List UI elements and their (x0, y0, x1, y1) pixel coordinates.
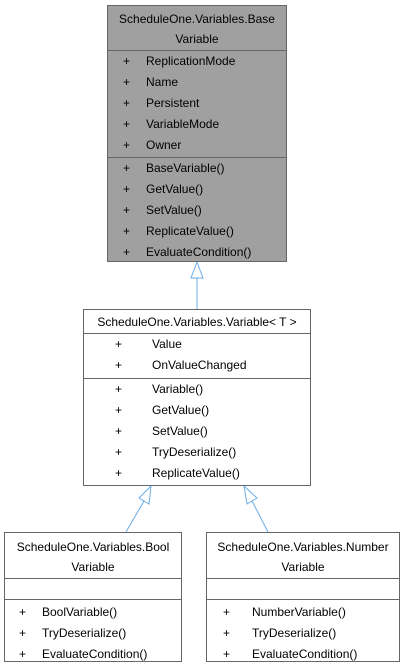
operations-section: + NumberVariable() + TryDeserialize() + Eva… (207, 600, 399, 665)
attribute-name: ReplicationMode (146, 54, 236, 68)
operation-row: + SetValue() (108, 200, 286, 221)
operation-name: TryDeserialize() (42, 626, 127, 640)
attribute-row: + ReplicationMode (108, 51, 286, 72)
operation-row: + GetValue() (108, 179, 286, 200)
operation-row: + BoolVariable() (5, 602, 181, 623)
operation-row: + ReplicateValue() (108, 221, 286, 242)
class-title-line-2: Variable (175, 32, 219, 46)
operation-row: + SetValue() (84, 421, 310, 442)
class-title-line-1: ScheduleOne.Variables.Bool (16, 540, 170, 554)
public-visibility-symbol: + (115, 403, 123, 417)
attribute-name: Value (152, 337, 182, 351)
operation-name: EvaluateCondition() (146, 245, 252, 259)
class-title-base-variable: ScheduleOne.Variables.Base Variable (108, 6, 286, 51)
class-title-line-1: ScheduleOne.Variables.Base (119, 12, 275, 26)
public-visibility-symbol: + (123, 138, 131, 152)
public-visibility-symbol: + (123, 54, 131, 68)
attribute-name: Owner (146, 138, 182, 152)
operation-row: + EvaluateCondition() (108, 242, 286, 263)
class-title-line-1: ScheduleOne.Variables.Number (217, 540, 389, 554)
public-visibility-symbol: + (115, 337, 123, 351)
attributes-section: + Value + OnValueChanged (84, 334, 310, 379)
public-visibility-symbol: + (223, 605, 231, 619)
public-visibility-symbol: + (115, 358, 123, 372)
arrowhead-variable-left (138, 484, 152, 505)
class-title-line-2: Variable (281, 560, 325, 574)
operation-name: SetValue() (152, 424, 208, 438)
attribute-row: + Persistent (108, 93, 286, 114)
public-visibility-symbol: + (19, 626, 27, 640)
operation-name: BoolVariable() (42, 605, 118, 619)
public-visibility-symbol: + (223, 626, 231, 640)
public-visibility-symbol: + (123, 203, 131, 217)
public-visibility-symbol: + (115, 466, 123, 480)
operation-name: ReplicateValue() (152, 466, 240, 480)
public-visibility-symbol: + (123, 161, 131, 175)
operation-name: GetValue() (146, 182, 204, 196)
operation-name: GetValue() (152, 403, 210, 417)
operation-row: + TryDeserialize() (84, 442, 310, 463)
operations-section: +BaseVariable() +GetValue() +SetValue() … (108, 158, 286, 263)
operation-name: EvaluateCondition() (252, 647, 358, 661)
attribute-row: + VariableMode (108, 114, 286, 135)
operation-row: + EvaluateCondition() (207, 644, 399, 665)
operation-row: + TryDeserialize() (207, 623, 399, 644)
public-visibility-symbol: + (115, 382, 123, 396)
attributes-section: + ReplicationMode + Name + Persistent + Vari… (108, 51, 286, 158)
operation-name: TryDeserialize() (152, 445, 237, 459)
operation-row: + Variable() (84, 379, 310, 400)
public-visibility-symbol: + (123, 96, 131, 110)
operation-row: + NumberVariable() (207, 602, 399, 623)
public-visibility-symbol: + (123, 224, 131, 238)
operation-name: BaseVariable() (146, 161, 225, 175)
attribute-row: + Value (84, 334, 310, 355)
attribute-row: + OnValueChanged (84, 355, 310, 376)
operations-section: + Variable() + GetValue() + SetValue() + Try… (84, 379, 310, 484)
attribute-name: Name (146, 75, 179, 89)
arrow-line-number-to-variable (251, 500, 269, 533)
operation-row: + EvaluateCondition() (5, 644, 181, 665)
attribute-name: Persistent (146, 96, 200, 110)
attributes-section-empty (207, 579, 399, 600)
attributes-section-empty (5, 579, 181, 600)
arrow-line-bool-to-variable (125, 500, 145, 533)
public-visibility-symbol: + (123, 245, 131, 259)
operation-row: + ReplicateValue() (84, 463, 310, 484)
class-box-variable-t[interactable]: ScheduleOne.Variables.Variable< T > + Val… (83, 309, 311, 486)
operation-name: NumberVariable() (252, 605, 346, 619)
class-title-bool-variable: ScheduleOne.Variables.Bool Variable (5, 533, 181, 579)
operations-section: + BoolVariable() + TryDeserialize() + Evalu… (5, 600, 181, 665)
public-visibility-symbol: + (115, 445, 123, 459)
operation-name: EvaluateCondition() (42, 647, 148, 661)
attribute-row: + Owner (108, 135, 286, 156)
arrowhead-variable-right (243, 484, 258, 505)
class-title-number-variable: ScheduleOne.Variables.Number Variable (207, 533, 399, 579)
public-visibility-symbol: + (123, 75, 131, 89)
operation-name: ReplicateValue() (146, 224, 234, 238)
public-visibility-symbol: + (223, 647, 231, 661)
attribute-name: VariableMode (146, 117, 220, 131)
class-box-number-variable[interactable]: ScheduleOne.Variables.Number Variable + N… (206, 532, 400, 662)
operation-row: + TryDeserialize() (5, 623, 181, 644)
operation-row: + GetValue() (84, 400, 310, 421)
operation-name: TryDeserialize() (252, 626, 337, 640)
class-title-variable-t: ScheduleOne.Variables.Variable< T > (84, 310, 310, 334)
class-title-line-2: Variable (71, 560, 115, 574)
public-visibility-symbol: + (123, 117, 131, 131)
public-visibility-symbol: + (123, 182, 131, 196)
public-visibility-symbol: + (115, 424, 123, 438)
class-box-base-variable[interactable]: ScheduleOne.Variables.Base Variable + Rep… (107, 5, 287, 262)
attribute-row: + Name (108, 72, 286, 93)
public-visibility-symbol: + (19, 647, 27, 661)
operation-name: Variable() (152, 382, 204, 396)
attribute-name: OnValueChanged (152, 358, 247, 372)
arrowhead-base (190, 260, 204, 279)
class-box-bool-variable[interactable]: ScheduleOne.Variables.Bool Variable + Boo… (4, 532, 182, 662)
operation-name: SetValue() (146, 203, 202, 217)
operation-row: + BaseVariable() (108, 158, 286, 179)
public-visibility-symbol: + (19, 605, 27, 619)
